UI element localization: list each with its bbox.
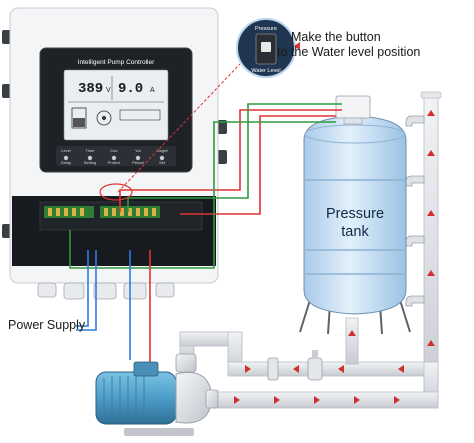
current-value: 9.0 <box>118 81 143 97</box>
btn-label-level: Level <box>61 148 71 153</box>
button-labels: Level Time Curr Vol Target Delay Setting… <box>61 148 169 165</box>
faucet-icon <box>405 235 425 247</box>
water-pump <box>95 353 219 436</box>
flow-arrow <box>427 150 435 156</box>
voltage-unit: V <box>106 87 111 94</box>
flow-arrow <box>348 330 356 336</box>
faucet-icon <box>405 175 425 187</box>
button-zoom-inset: Pressure Water Level <box>236 18 300 78</box>
wire-green <box>69 121 336 269</box>
selector-switch-icon <box>261 42 271 52</box>
power-supply-label: Power Supply <box>8 318 86 332</box>
btn-label-setting: Setting <box>84 160 96 165</box>
flow-arrow <box>427 340 435 346</box>
flow-arrow <box>427 270 435 276</box>
tank-label-line-2: tank <box>341 224 369 240</box>
flow-arrow <box>234 396 240 404</box>
wire-blue <box>76 250 97 331</box>
lcd-display <box>63 69 169 141</box>
panel-buttons[interactable] <box>63 155 165 161</box>
inset-bottom-label: Water Level <box>251 68 280 74</box>
wire-red <box>180 115 336 215</box>
flow-arrow <box>427 210 435 216</box>
flow-arrow <box>338 365 344 373</box>
current-unit: A <box>150 87 155 94</box>
cable-glands <box>37 282 175 300</box>
suction-pipe <box>213 391 439 409</box>
faucet-icon <box>405 115 425 127</box>
btn-label-protect: Protect <box>108 160 122 165</box>
voltage-value: 389 <box>78 81 103 97</box>
flow-arrow <box>398 365 404 373</box>
flow-arrows <box>234 110 435 404</box>
faucet-icon <box>405 295 425 307</box>
pointer-arrow-icon <box>294 42 300 50</box>
btn-label-vol: Vol <box>135 148 141 153</box>
btn-label-period: Period <box>132 160 144 165</box>
flow-arrow <box>394 396 400 404</box>
inset-top-label: Pressure <box>255 26 277 32</box>
wire-blue <box>76 250 89 327</box>
pressure-switch <box>335 95 371 119</box>
tank-level-icon <box>71 107 87 129</box>
btn-label-curr: Curr <box>110 148 118 153</box>
controller-title: Intelligent Pump Controller <box>78 59 155 66</box>
tank-label-line-1: Pressure <box>325 206 385 222</box>
fan-icon <box>96 110 112 126</box>
riser-pipe <box>420 91 442 407</box>
flow-arrow <box>274 396 280 404</box>
flow-arrow <box>314 396 320 404</box>
btn-label-time: Time <box>86 148 96 153</box>
btn-label-target: Target <box>156 148 168 153</box>
wiring <box>69 63 342 364</box>
flow-arrow <box>354 396 360 404</box>
wire-green <box>127 103 342 212</box>
btn-label-set: Set <box>159 160 166 165</box>
wire-red <box>119 109 342 212</box>
pump-controller: Intelligent Pump Controller 389 V 9.0 A … <box>2 7 227 300</box>
flow-arrow <box>245 365 251 373</box>
flow-arrow <box>427 110 435 116</box>
pressure-tank <box>299 95 411 335</box>
instruction-line-1: Make the button <box>291 30 381 44</box>
flow-arrow <box>293 365 299 373</box>
btn-label-delay: Delay <box>61 160 71 165</box>
instruction-line-2: to the Water level position <box>277 45 421 59</box>
